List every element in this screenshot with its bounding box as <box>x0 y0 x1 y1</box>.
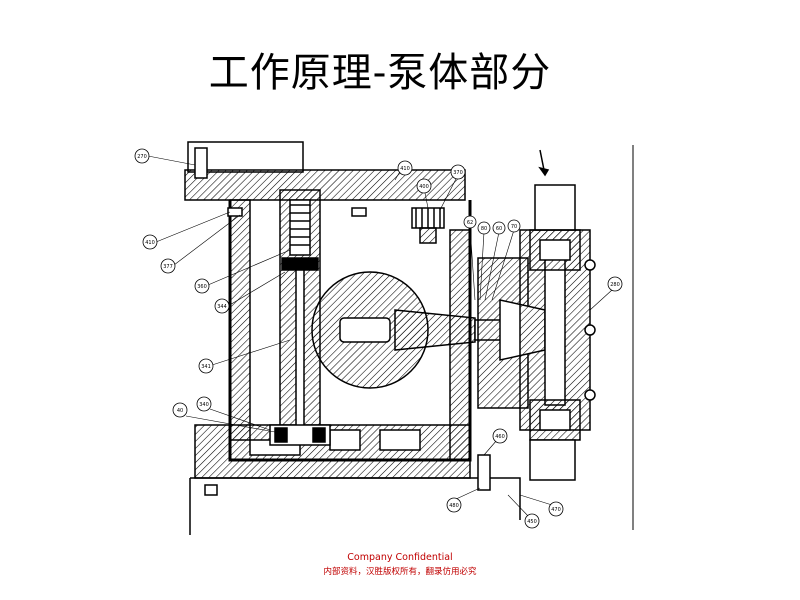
svg-text:341: 341 <box>201 364 211 370</box>
pump-body <box>184 141 521 535</box>
callout-7: 360 <box>194 249 291 294</box>
callout-5: 410 <box>142 211 231 250</box>
svg-text:40: 40 <box>177 408 183 414</box>
svg-text:270: 270 <box>137 154 147 160</box>
plunger-assembly <box>269 189 331 446</box>
callout-11: 340 <box>196 396 271 431</box>
svg-text:360: 360 <box>197 284 207 290</box>
callout-8: 344 <box>214 271 286 314</box>
svg-text:410: 410 <box>145 240 155 246</box>
callout-18: 480 <box>446 487 481 513</box>
callout-14: 60 <box>484 221 506 301</box>
check-valves <box>529 149 596 481</box>
callout-4: 370 <box>439 164 466 211</box>
diaphragm-head <box>477 229 591 431</box>
svg-text:470: 470 <box>551 507 561 513</box>
svg-text:60: 60 <box>496 226 502 232</box>
svg-text:280: 280 <box>610 282 620 288</box>
callout-19: 450 <box>507 494 540 529</box>
svg-text:400: 400 <box>419 184 429 190</box>
oil-fill-cap <box>411 207 445 244</box>
svg-text:62: 62 <box>467 220 473 226</box>
svg-text:460: 460 <box>495 434 505 440</box>
copyright-notice: 内部资料，汉胜版权所有，翻录仿用必究 <box>323 567 477 577</box>
svg-text:410: 410 <box>400 166 410 172</box>
svg-text:480: 480 <box>449 503 459 509</box>
callout-16: 280 <box>589 276 623 311</box>
svg-text:370: 370 <box>453 170 463 176</box>
svg-text:70: 70 <box>511 224 517 230</box>
callout-1: 270 <box>134 148 196 166</box>
callout-15: 70 <box>491 219 521 301</box>
callout-20: 470 <box>519 494 564 517</box>
callout-10: 40 <box>172 402 276 433</box>
svg-text:450: 450 <box>527 519 537 525</box>
svg-text:80: 80 <box>481 226 487 232</box>
slide-title: 工作原理-泵体部分 <box>208 50 552 96</box>
mounting-bolts <box>194 147 491 496</box>
svg-text:340: 340 <box>199 402 209 408</box>
svg-text:377: 377 <box>163 264 173 270</box>
cam-and-connecting-rod <box>311 271 511 389</box>
callout-9: 341 <box>198 339 291 374</box>
callout-3: 400 <box>416 178 432 209</box>
callout-2: 410 <box>394 160 413 181</box>
callout-6: 377 <box>160 214 241 274</box>
callout-17: 460 <box>483 428 508 456</box>
confidential-notice: Company Confidential <box>347 552 453 563</box>
callout-13: 80 <box>477 221 491 301</box>
svg-text:344: 344 <box>217 304 227 310</box>
callout-12: 62 <box>463 215 477 301</box>
